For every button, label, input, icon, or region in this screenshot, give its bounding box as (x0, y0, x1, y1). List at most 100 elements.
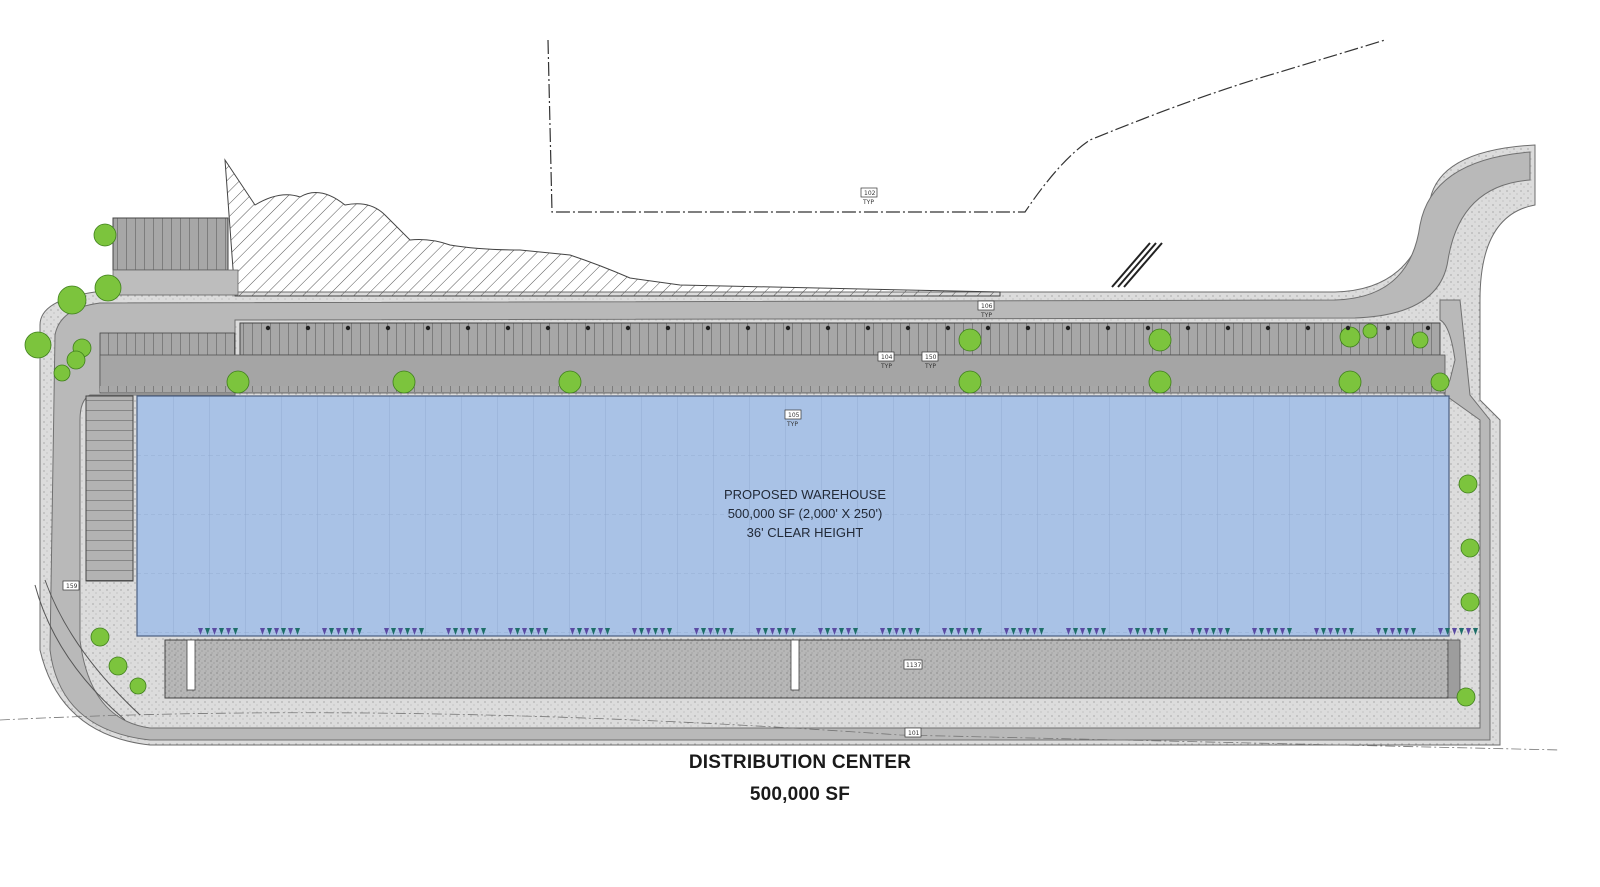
dock-door-icon (570, 628, 575, 635)
tree-icon (1148, 370, 1172, 394)
light-pole-icon (1185, 325, 1191, 331)
light-pole-icon (1145, 325, 1151, 331)
dock-door-icon (212, 628, 217, 635)
dock-door-icon (1101, 628, 1106, 635)
svg-text:TYP: TYP (880, 363, 892, 370)
dock-door-icon (474, 628, 479, 635)
dock-door-icon (1204, 628, 1209, 635)
dock-door-icon (1163, 628, 1168, 635)
warehouse-label: PROPOSED WAREHOUSE 500,000 SF (2,000' X … (620, 485, 990, 542)
dock-door-icon (1383, 628, 1388, 635)
dock-door-icon (584, 628, 589, 635)
light-pole-icon (545, 325, 551, 331)
dock-door-icon (660, 628, 665, 635)
dock-door-icon (219, 628, 224, 635)
dock-door-icon (1094, 628, 1099, 635)
dock-door-icon (446, 628, 451, 635)
light-pole-icon (1025, 325, 1031, 331)
dock-door-icon (667, 628, 672, 635)
dock-door-icon (949, 628, 954, 635)
light-pole-icon (585, 325, 591, 331)
light-pole-icon (665, 325, 671, 331)
dock-door-icon (1259, 628, 1264, 635)
light-pole-icon (425, 325, 431, 331)
dock-door-icon (763, 628, 768, 635)
tree-icon (90, 627, 110, 647)
keynote-tag-104: 104 TYP (877, 351, 895, 370)
dock-door-icon (543, 628, 548, 635)
bike-rack-icon (1111, 242, 1163, 288)
dock-door-icon (1135, 628, 1140, 635)
dock-door-icon (1080, 628, 1085, 635)
tree-icon (108, 656, 128, 676)
dock-door-icon (336, 628, 341, 635)
dock-door-icon (529, 628, 534, 635)
dock-door-icon (1459, 628, 1464, 635)
dock-door-icon (288, 628, 293, 635)
tree-icon (93, 223, 117, 247)
dock-door-icon (295, 628, 300, 635)
tree-icon (958, 370, 982, 394)
dock-door-icon (198, 628, 203, 635)
svg-text:1137: 1137 (906, 662, 921, 669)
tree-icon (392, 370, 416, 394)
tree-icon (1362, 323, 1378, 339)
dock-door-icon (818, 628, 823, 635)
light-pole-icon (785, 325, 791, 331)
west-road-edge (44, 579, 141, 716)
dock-door-icon (722, 628, 727, 635)
dock-door-icon (915, 628, 920, 635)
dock-door-icon (887, 628, 892, 635)
light-pole-icon (305, 325, 311, 331)
tree-icon (1458, 474, 1478, 494)
tree-icon (129, 677, 147, 695)
dock-door-icon (453, 628, 458, 635)
svg-text:159: 159 (66, 583, 78, 590)
dock-door-icon (832, 628, 837, 635)
light-pole-icon (265, 325, 271, 331)
dock-door-icon (632, 628, 637, 635)
tree-icon (94, 274, 122, 302)
dock-door-icon (694, 628, 699, 635)
dock-door-icon (853, 628, 858, 635)
tree-icon (1411, 331, 1429, 349)
light-pole-icon (905, 325, 911, 331)
dock-door-icon (977, 628, 982, 635)
tree-icon (226, 370, 250, 394)
light-pole-icon (945, 325, 951, 331)
tree-icon (558, 370, 582, 394)
svg-text:TYP: TYP (786, 421, 798, 428)
keynote-tag-105: 105 TYP (784, 409, 802, 428)
dock-door-icon (1280, 628, 1285, 635)
dock-door-icon (880, 628, 885, 635)
tree-icon (24, 331, 52, 359)
dock-door-icon (1335, 628, 1340, 635)
dock-door-icon (1128, 628, 1133, 635)
dock-door-icon (1018, 628, 1023, 635)
dock-door-icon (1197, 628, 1202, 635)
svg-text:101: 101 (908, 730, 920, 737)
dock-door-icon (281, 628, 286, 635)
dock-door-icon (1473, 628, 1478, 635)
warehouse-clear-height: 36' CLEAR HEIGHT (746, 525, 864, 540)
dock-door-icon (729, 628, 734, 635)
warehouse-size: 500,000 SF (2,000' X 250') (727, 506, 883, 521)
dock-door-icon (1156, 628, 1161, 635)
dock-door-icon (591, 628, 596, 635)
light-pole-icon (1105, 325, 1111, 331)
keynote-tag-102: 102 TYP (860, 187, 878, 206)
dock-door-icon (226, 628, 231, 635)
dock-door-icon (391, 628, 396, 635)
light-pole-icon (705, 325, 711, 331)
keynote-tag-159: 159 (62, 580, 80, 591)
dock-door-icon (653, 628, 658, 635)
dock-door-icon (1073, 628, 1078, 635)
dock-door-icon (205, 628, 210, 635)
truck-court (164, 639, 1449, 699)
light-pole-icon (825, 325, 831, 331)
dock-door-icon (1452, 628, 1457, 635)
dock-door-icon (1225, 628, 1230, 635)
dock-door-icon (1066, 628, 1071, 635)
svg-text:102: 102 (864, 190, 876, 197)
dock-door-icon (1411, 628, 1416, 635)
